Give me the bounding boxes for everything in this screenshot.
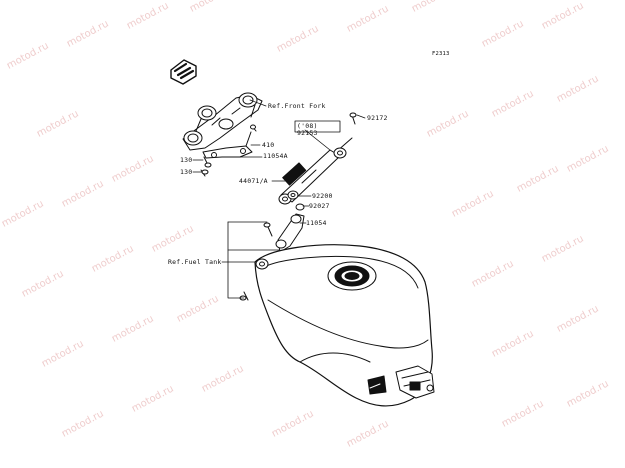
bracket-11054a: [202, 131, 253, 159]
steering-damper: [278, 137, 353, 205]
bracket-11054: [263, 213, 305, 253]
callout-130-lower: 130: [180, 168, 193, 176]
callout-44071a: 44071/A: [239, 177, 268, 185]
washer-92027: [295, 203, 305, 211]
callout-11054: 11054: [306, 219, 327, 227]
callout-410: 410: [262, 141, 275, 149]
ref-fuel-tank: Ref.Fuel Tank: [168, 258, 222, 266]
figure-code: F2313: [432, 51, 450, 57]
front-arrow-icon: [170, 59, 197, 85]
callout-130-upper: 130: [180, 156, 193, 164]
upper-triple-clamp: [182, 92, 263, 151]
callout-11054a: 11054A: [263, 152, 288, 160]
fuel-tank: [239, 244, 435, 407]
ref-front-fork: Ref.Front Fork: [268, 102, 326, 110]
leader-lines: [192, 99, 366, 299]
callout-92027: 92027: [309, 202, 330, 210]
variant-note: ('08): [297, 122, 318, 130]
callout-92172: 92172: [367, 114, 388, 122]
collar-92200: [287, 190, 299, 200]
callout-92200: 92200: [312, 192, 333, 200]
callout-92153: 92153: [297, 129, 318, 137]
